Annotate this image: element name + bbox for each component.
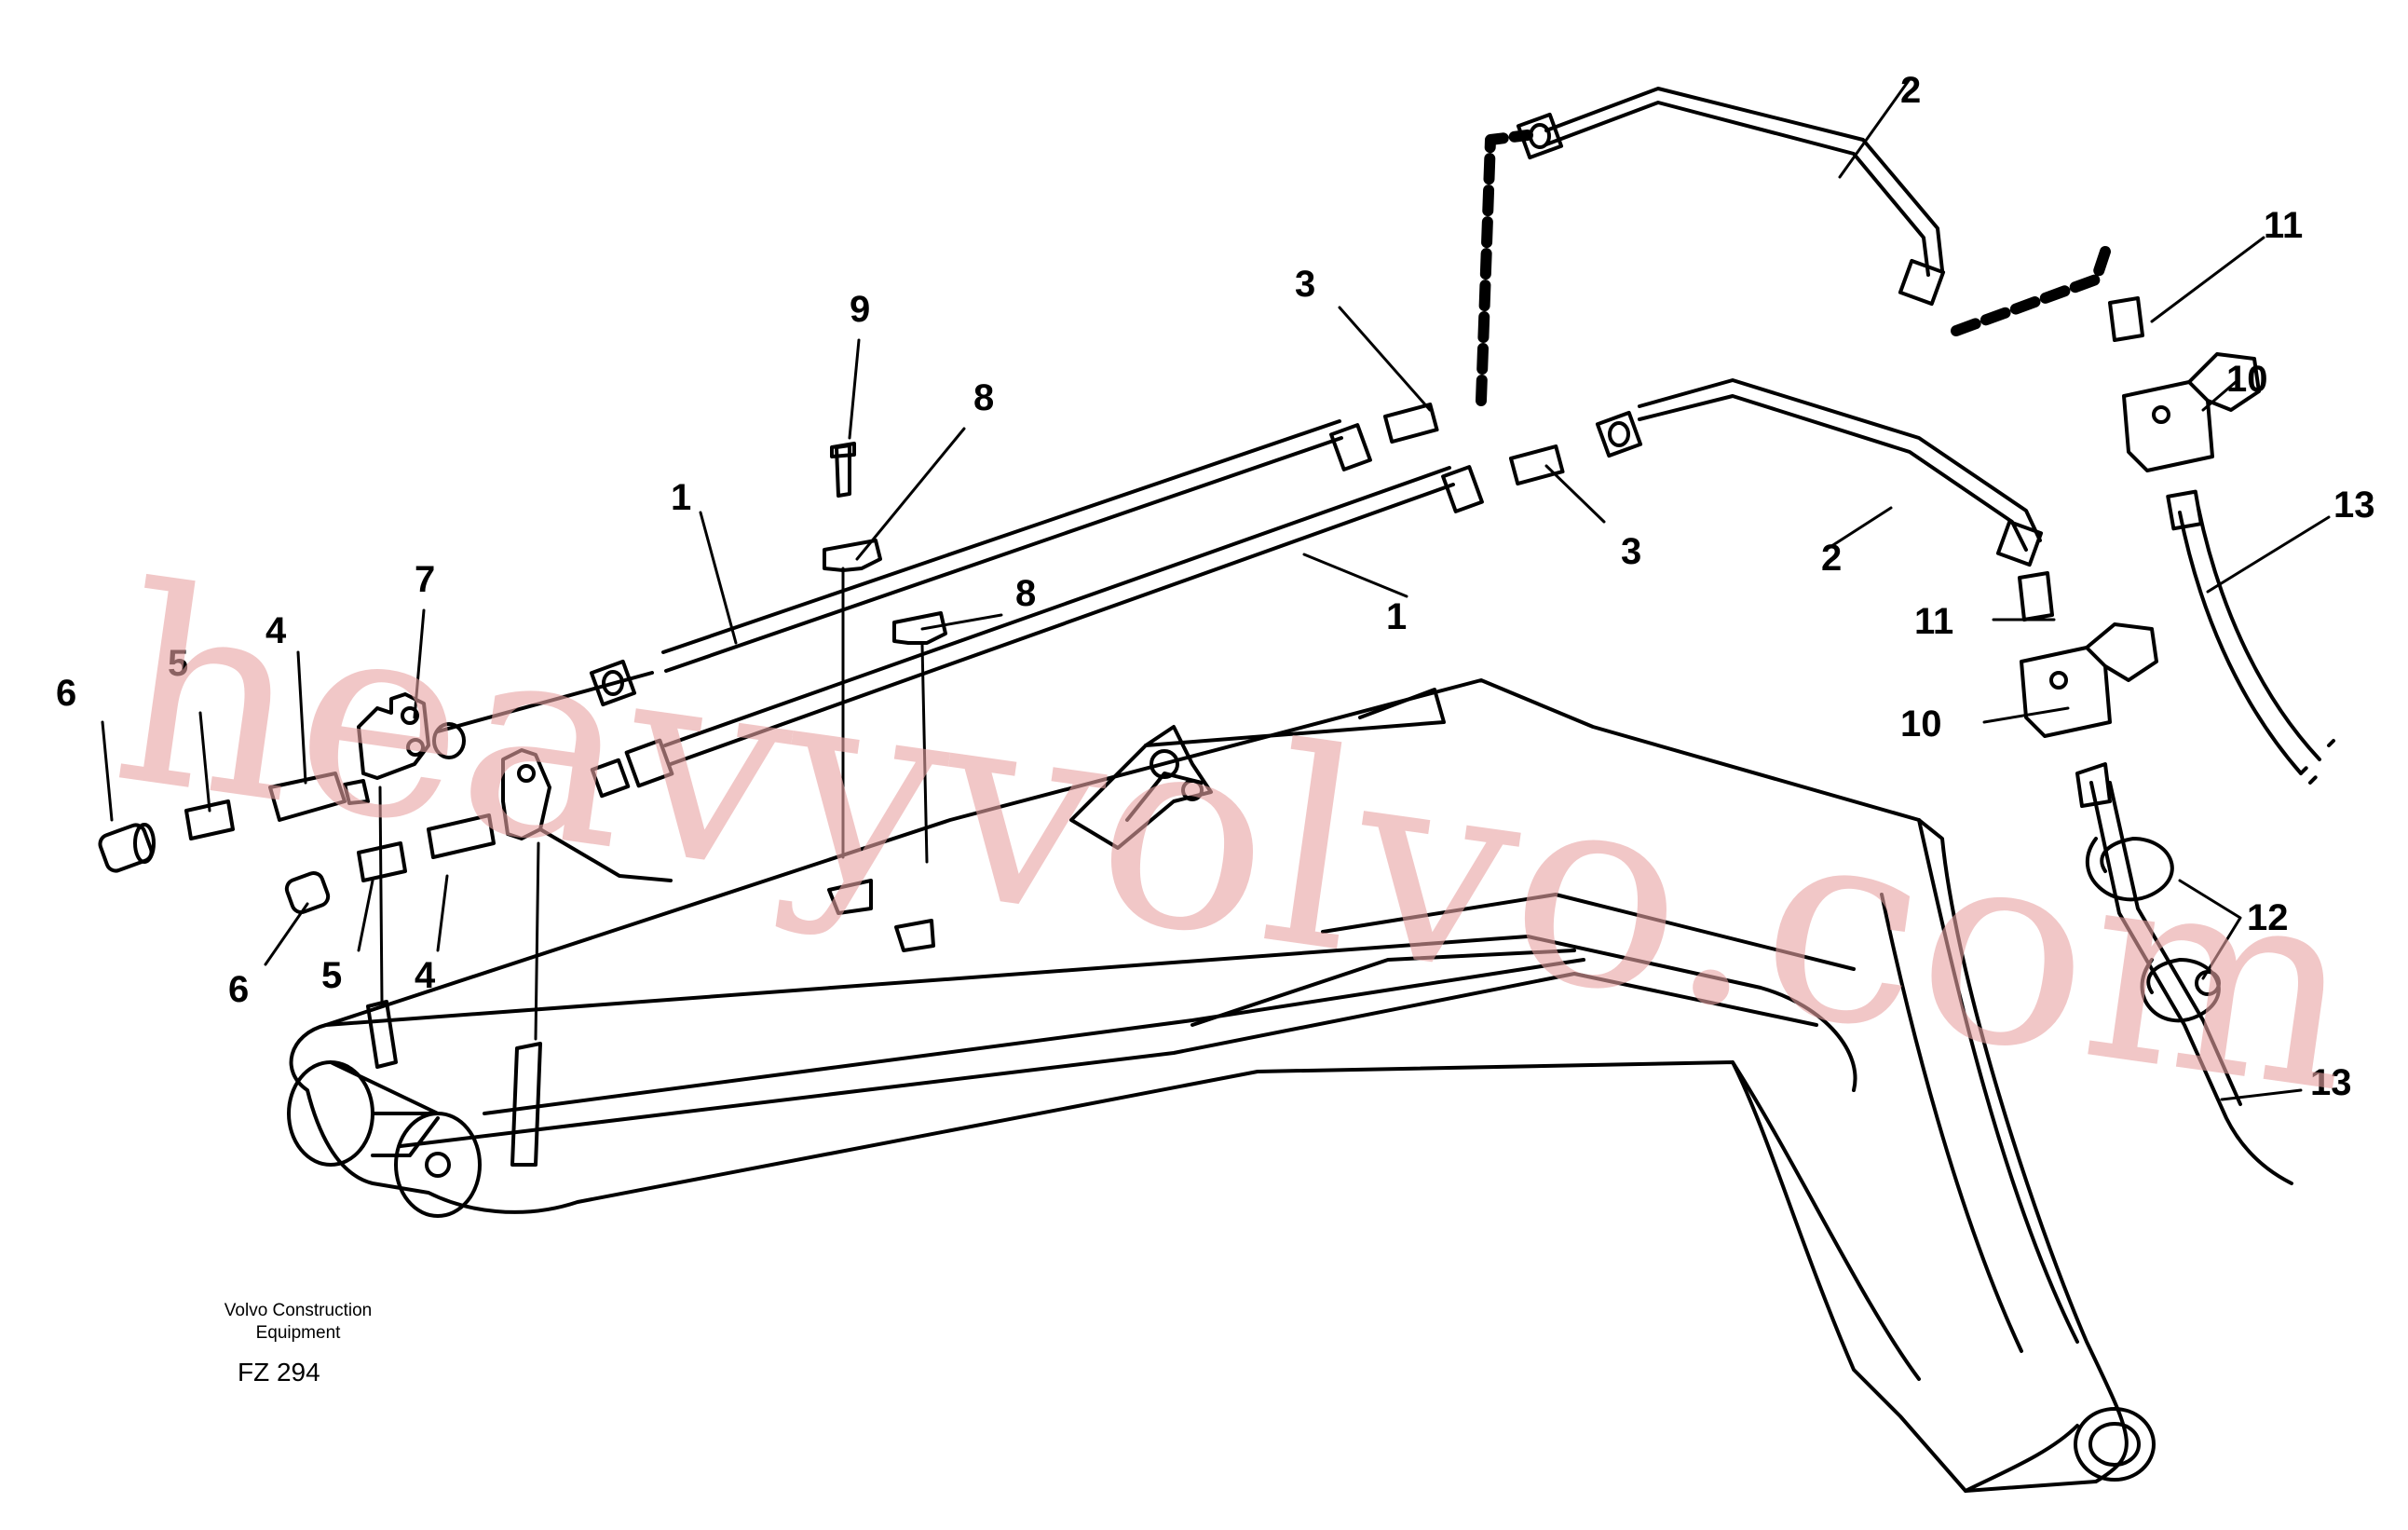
- brackets: [357, 692, 673, 1167]
- boom-nose-pin: [2074, 1407, 2156, 1482]
- pipe-1-lower: [663, 466, 1455, 766]
- callout-1-lower: 1: [1386, 596, 1407, 637]
- callout-5-lower: 5: [321, 955, 342, 996]
- watermark: heavyvolvo.com: [99, 528, 2374, 1154]
- company-line-2: Equipment: [255, 1323, 341, 1343]
- callout-6-lower: 6: [228, 969, 249, 1010]
- right-side-parts: [2018, 296, 2335, 1185]
- callout-labels: 1 1 2 2 3 3 4 4 5 5 6 6 7 8 8 9 10 10 11…: [56, 70, 2375, 1103]
- connectors: [98, 772, 496, 914]
- clamp-upper: [823, 539, 882, 572]
- pipe-2-lower: [1638, 378, 2042, 552]
- callout-8-upper: 8: [973, 377, 994, 418]
- bracket-strap-left: [366, 1000, 398, 1069]
- boom-arm-edge-2: [1880, 893, 2023, 1353]
- callout-13-lower: 13: [2310, 1062, 2352, 1103]
- company-line-1: Volvo Construction: [224, 1301, 373, 1320]
- callout-4-lower: 4: [415, 955, 436, 996]
- clamp-upper-lower-half: [827, 879, 873, 915]
- bolt-9: [835, 444, 851, 498]
- callout-7: 7: [415, 559, 435, 600]
- boom-flange: [1321, 893, 1856, 971]
- bracket-pin: [1181, 779, 1204, 801]
- callout-9: 9: [850, 289, 870, 330]
- leader-lines: [101, 77, 2331, 1101]
- callout-11-lower: 11: [1914, 601, 1953, 642]
- callout-11-upper: 11: [2264, 205, 2303, 246]
- boom-web-line: [483, 958, 1585, 1115]
- hose-13-lower: [2089, 781, 2293, 1185]
- pipe-1-upper: [436, 419, 1343, 733]
- callout-12: 12: [2247, 897, 2289, 938]
- clip-12-upper: [2085, 837, 2174, 902]
- callout-10-upper: 10: [2226, 359, 2268, 400]
- callout-6-upper: 6: [56, 673, 76, 714]
- callout-4-upper: 4: [265, 610, 287, 651]
- pipe-dashed-left: [1476, 130, 1533, 406]
- adapter-11-lower: [2018, 571, 2054, 622]
- block-10-lower: [2020, 646, 2112, 738]
- boom-plate: [1190, 949, 1576, 1027]
- callout-2-upper: 2: [1900, 70, 1921, 111]
- callout-1-upper: 1: [671, 477, 691, 518]
- boom: [287, 678, 2156, 1493]
- block-10-upper: [2122, 380, 2214, 472]
- boom-foot-right: [394, 1112, 482, 1218]
- bracket-7-left: [357, 692, 430, 780]
- callout-5-upper: 5: [168, 643, 188, 684]
- pipe-dashed-right: [1951, 246, 2111, 336]
- callout-10-lower: 10: [1900, 704, 1942, 745]
- boom-arm-edge: [1917, 818, 2079, 1344]
- bracket-strap-right: [510, 1042, 542, 1167]
- callout-13-upper: 13: [2333, 485, 2375, 526]
- boom-top-edge: [324, 935, 1857, 1092]
- bracket-hole: [1150, 749, 1179, 779]
- clamp-lower: [892, 611, 947, 645]
- callout-3-lower: 3: [1621, 531, 1641, 572]
- boom-inner-line: [399, 972, 1818, 1148]
- clip-12-lower: [2140, 958, 2221, 1023]
- clamp-lower-lower-half: [894, 919, 935, 952]
- boom-lower-curve: [1731, 1060, 1921, 1381]
- adapter-11-upper: [2108, 296, 2144, 342]
- cylinder-bracket: [1069, 725, 1213, 850]
- company-caption: Volvo Construction Equipment: [177, 1300, 419, 1345]
- pipe-2-upper: [1476, 87, 2111, 406]
- callout-3-upper: 3: [1295, 264, 1315, 305]
- boom-outline: [289, 678, 2129, 1493]
- callout-8-lower: 8: [1015, 573, 1036, 614]
- figure-code: FZ 294: [238, 1358, 320, 1387]
- hose-13-upper: [2178, 511, 2303, 775]
- clamps: [823, 442, 947, 952]
- fittings: [432, 112, 2044, 799]
- callout-2-lower: 2: [1821, 538, 1842, 579]
